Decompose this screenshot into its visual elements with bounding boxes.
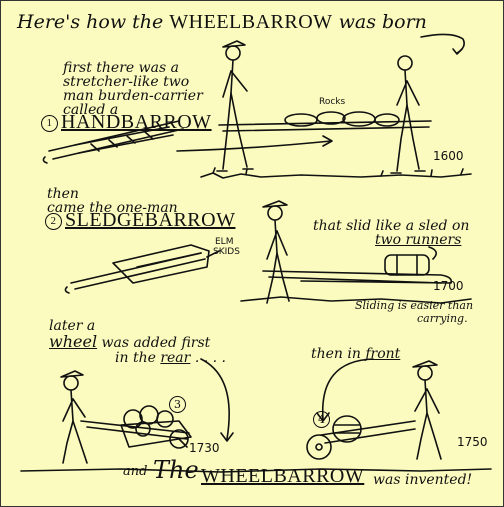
arrow-1 bbox=[176, 140, 332, 152]
section3-line3: in the rear . . . . bbox=[115, 351, 226, 365]
section2-year: 1700 bbox=[433, 279, 464, 293]
section3-then-in: then in front bbox=[311, 347, 400, 361]
sledgebarrow-drawing bbox=[64, 244, 210, 294]
front-word: front bbox=[365, 346, 401, 362]
footer-invented: was invented! bbox=[373, 472, 473, 488]
title-part-3: was born bbox=[338, 11, 427, 33]
section2-caption-line1: Sliding is easier than bbox=[355, 299, 474, 312]
section3-number-right-wrap: 4 bbox=[313, 411, 333, 428]
title-swash-arrow bbox=[420, 33, 465, 54]
section2-heading: 2Sledgebarrow bbox=[45, 210, 235, 230]
rear-word: rear bbox=[160, 350, 191, 366]
section3-line3-prefix: in the bbox=[115, 350, 156, 366]
section1-year: 1600 bbox=[433, 149, 464, 163]
ground-2 bbox=[240, 296, 472, 304]
section1-heading: 1Handbarrow bbox=[41, 112, 212, 132]
then-in-text: then in bbox=[311, 346, 361, 362]
front-arrow bbox=[321, 358, 374, 420]
rear-arrowhead bbox=[220, 432, 234, 442]
title-swash-arrowhead bbox=[452, 48, 463, 55]
footer-the: The bbox=[153, 456, 199, 484]
title-wheelbarrow: Wheelbarrow bbox=[169, 11, 333, 33]
handbarrow-drawing bbox=[42, 120, 184, 164]
section3-number-left: 3 bbox=[169, 396, 186, 413]
section3-number-left-wrap: 3 bbox=[169, 396, 189, 413]
title-part-1: Here's how the bbox=[17, 11, 164, 33]
section1-intro-line4: called a bbox=[63, 102, 119, 118]
wheel-word: wheel bbox=[49, 332, 98, 351]
section2-caption-line2: carrying. bbox=[417, 312, 468, 325]
man-pulling-sled bbox=[262, 200, 453, 304]
section1-intro-line2: stretcher-like two bbox=[63, 74, 190, 90]
two-men-carrying-stretcher bbox=[200, 40, 472, 179]
section3-year-right: 1750 bbox=[457, 435, 488, 449]
section2-intro-line1: then bbox=[47, 186, 79, 202]
section3-line2-text: was added first bbox=[101, 335, 211, 351]
skids-label-1: ELM bbox=[215, 237, 234, 247]
footer-wheelbarrow: Wheelbarrow bbox=[201, 465, 365, 487]
section2-intro-line2: came the one-man bbox=[47, 200, 178, 216]
section1-number: 1 bbox=[41, 115, 58, 132]
section3-line2: wheel was added first bbox=[49, 332, 211, 351]
section2-number: 2 bbox=[45, 213, 62, 230]
ground-3 bbox=[20, 468, 492, 473]
section3-line1: later a bbox=[49, 318, 96, 334]
section2-name: Sledgebarrow bbox=[65, 209, 236, 231]
note2-arrow bbox=[428, 246, 437, 260]
rocks-label: Rocks bbox=[319, 97, 346, 107]
section3-number-right: 4 bbox=[313, 411, 330, 428]
skids-label-2: SKIDS bbox=[213, 247, 240, 257]
arrow-1-head bbox=[322, 135, 333, 147]
rear-arrow bbox=[200, 358, 230, 440]
section1-name: Handbarrow bbox=[61, 111, 212, 133]
section2-note-line2: two runners bbox=[375, 232, 462, 248]
title: Here's how the Wheelbarrow was born bbox=[17, 12, 427, 32]
section1-intro-line3: man burden-carrier bbox=[63, 88, 203, 104]
footer-and: and bbox=[123, 464, 148, 479]
section3-year-left: 1730 bbox=[189, 441, 220, 455]
skids-pointer bbox=[206, 250, 220, 258]
section3-dots: . . . . bbox=[194, 350, 226, 366]
section2-note-line1: that slid like a sled on bbox=[313, 218, 470, 234]
wheelbarrow-rear-wheel-drawing bbox=[60, 370, 192, 464]
wheelbarrow-front-wheel-drawing bbox=[306, 360, 442, 460]
section1-intro-line1: first there was a bbox=[63, 60, 179, 76]
